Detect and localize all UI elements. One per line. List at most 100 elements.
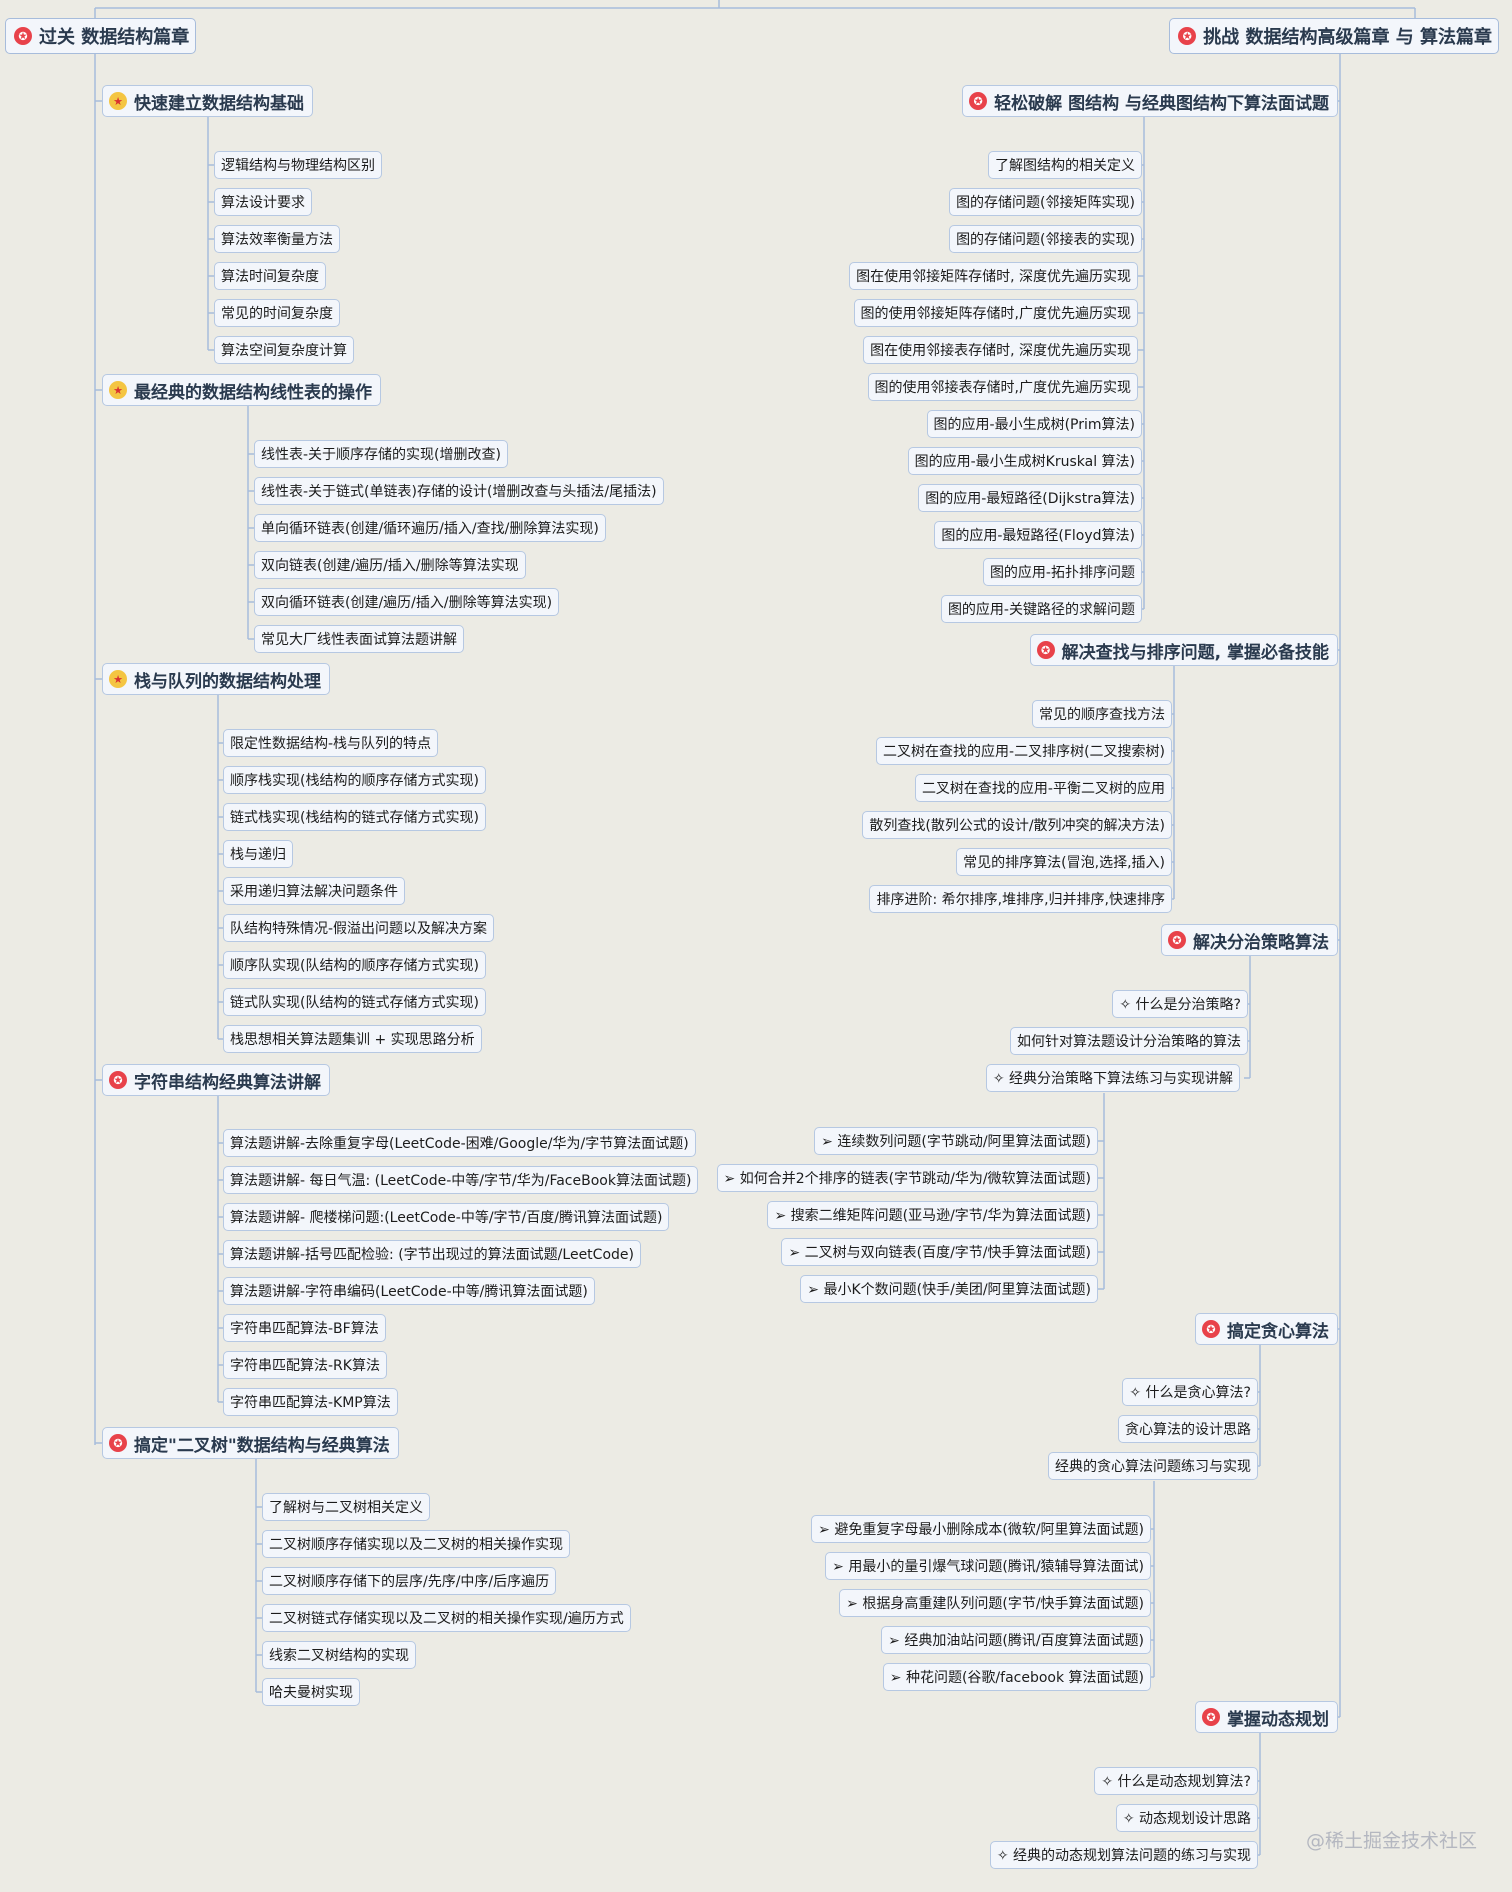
topic-item[interactable]: 算法设计要求 (214, 188, 312, 216)
topic-item[interactable]: 字符串匹配算法-BF算法 (223, 1314, 386, 1342)
branch-label: 最经典的数据结构线性表的操作 (134, 382, 372, 403)
topic-item[interactable]: 算法题讲解-括号匹配检验: (字节出现过的算法面试题/LeetCode) (223, 1240, 641, 1268)
topic-item[interactable]: 双向链表(创建/遍历/插入/删除等算法实现 (254, 551, 526, 579)
topic-item[interactable]: 常见的顺序查找方法 (1032, 700, 1172, 728)
topic-item[interactable]: ✧ 什么是分治策略? (1112, 990, 1248, 1018)
practice-item[interactable]: ➢ 二叉树与双向链表(百度/字节/快手算法面试题) (781, 1238, 1098, 1266)
topic-item[interactable]: 字符串匹配算法-KMP算法 (223, 1388, 398, 1416)
topic-item[interactable]: 队结构特殊情况-假溢出问题以及解决方案 (223, 914, 495, 942)
practice-item[interactable]: ➢ 如何合并2个排序的链表(字节跳动/华为/微软算法面试题) (716, 1164, 1098, 1192)
topic-item[interactable]: 采用递归算法解决问题条件 (223, 877, 405, 905)
practice-item[interactable]: ➢ 根据身高重建队列问题(字节/快手算法面试题) (839, 1589, 1151, 1617)
topic-item[interactable]: 算法题讲解- 爬楼梯问题:(LeetCode-中等/字节/百度/腾讯算法面试题) (223, 1203, 670, 1231)
branch-divide-conquer[interactable]: ✪ 解决分治策略算法 (1161, 924, 1338, 956)
practice-item[interactable]: ➢ 用最小的量引爆气球问题(腾讯/猿辅导算法面试) (825, 1552, 1151, 1580)
topic-item[interactable]: 贪心算法的设计思路 (1118, 1415, 1258, 1443)
branch-label: 栈与队列的数据结构处理 (134, 671, 321, 692)
topic-item[interactable]: 链式队实现(队结构的链式存储方式实现) (223, 988, 486, 1016)
topic-item[interactable]: 图的应用-最小生成树(Prim算法) (926, 410, 1142, 438)
topic-item[interactable]: 经典的贪心算法问题练习与实现 (1048, 1452, 1258, 1480)
red-badge-icon: ✪ (1036, 641, 1055, 659)
topic-item[interactable]: 单向循环链表(创建/循环遍历/插入/查找/删除算法实现) (254, 514, 606, 542)
red-badge-icon: ✪ (109, 1071, 127, 1089)
branch-search-sort[interactable]: ✪ 解决查找与排序问题, 掌握必备技能 (1029, 634, 1338, 666)
topic-item[interactable]: 链式栈实现(栈结构的链式存储方式实现) (223, 803, 486, 831)
topic-item[interactable]: 图的应用-最小生成树Kruskal 算法) (907, 447, 1142, 475)
red-badge-icon: ✪ (109, 1434, 127, 1452)
branch-label: 搞定贪心算法 (1227, 1321, 1329, 1342)
topic-item[interactable]: 排序进阶: 希尔排序,堆排序,归并排序,快速排序 (869, 885, 1172, 913)
branch-string[interactable]: ✪ 字符串结构经典算法讲解 (102, 1064, 330, 1096)
topic-item[interactable]: 哈夫曼树实现 (262, 1678, 360, 1706)
right-root-topic[interactable]: ✪ 挑战 数据结构高级篇章 与 算法篇章 (1169, 18, 1499, 54)
branch-stack-queue[interactable]: ★ 栈与队列的数据结构处理 (102, 663, 330, 695)
topic-item[interactable]: 如何针对算法题设计分治策略的算法 (1010, 1027, 1248, 1055)
topic-item[interactable]: 栈思想相关算法题集训 + 实现思路分析 (223, 1025, 482, 1053)
topic-item[interactable]: 二叉树顺序存储下的层序/先序/中序/后序遍历 (262, 1567, 557, 1595)
topic-item[interactable]: 字符串匹配算法-RK算法 (223, 1351, 387, 1379)
practice-item[interactable]: ➢ 避免重复字母最小删除成本(微软/阿里算法面试题) (811, 1515, 1151, 1543)
practice-item[interactable]: ➢ 连续数列问题(字节跳动/阿里算法面试题) (814, 1127, 1098, 1155)
topic-item[interactable]: 顺序队实现(队结构的顺序存储方式实现) (223, 951, 486, 979)
topic-item[interactable]: 线性表-关于链式(单链表)存储的设计(增删改查与头插法/尾插法) (254, 477, 664, 505)
topic-item[interactable]: 图的存储问题(邻接矩阵实现) (949, 188, 1142, 216)
topic-item[interactable]: 限定性数据结构-栈与队列的特点 (223, 729, 439, 757)
topic-item[interactable]: ✧ 动态规划设计思路 (1115, 1804, 1258, 1832)
yellow-star-icon: ★ (109, 670, 127, 688)
branch-binary-tree[interactable]: ✪ 搞定"二叉树"数据结构与经典算法 (102, 1427, 399, 1459)
practice-item[interactable]: ➢ 最小K个数问题(快手/美团/阿里算法面试题) (800, 1275, 1098, 1303)
practice-item[interactable]: ➢ 种花问题(谷歌/facebook 算法面试题) (882, 1663, 1151, 1691)
topic-item[interactable]: 常见大厂线性表面试算法题讲解 (254, 625, 464, 653)
topic-item[interactable]: 了解图结构的相关定义 (988, 151, 1142, 179)
topic-item[interactable]: 算法题讲解-去除重复字母(LeetCode-困难/Google/华为/字节算法面… (223, 1129, 696, 1157)
topic-item[interactable]: 算法时间复杂度 (214, 262, 326, 290)
topic-item[interactable]: 图的应用-关键路径的求解问题 (940, 595, 1142, 623)
topic-item[interactable]: 逻辑结构与物理结构区别 (214, 151, 382, 179)
topic-item[interactable]: 二叉树在查找的应用-二叉排序树(二叉搜索树) (876, 737, 1172, 765)
red-badge-icon: ✪ (1202, 1708, 1220, 1726)
topic-item[interactable]: 图的使用邻接表存储时,广度优先遍历实现 (867, 373, 1138, 401)
topic-item[interactable]: 图的应用-最短路径(Dijkstra算法) (918, 484, 1142, 512)
topic-item[interactable]: 图在使用邻接表存储时, 深度优先遍历实现 (863, 336, 1138, 364)
topic-item[interactable]: 常见的排序算法(冒泡,选择,插入) (956, 848, 1172, 876)
topic-item[interactable]: 算法效率衡量方法 (214, 225, 340, 253)
topic-item[interactable]: 图的应用-最短路径(Floyd算法) (934, 521, 1142, 549)
topic-item[interactable]: 算法题讲解- 每日气温: (LeetCode-中等/字节/华为/FaceBook… (223, 1166, 699, 1194)
topic-item[interactable]: 线性表-关于顺序存储的实现(增删改查) (254, 440, 508, 468)
left-root-topic[interactable]: ✪ 过关 数据结构篇章 (5, 18, 197, 54)
watermark: @稀土掘金技术社区 (1306, 1830, 1478, 1852)
topic-item[interactable]: ✧ 经典分治策略下算法练习与实现讲解 (985, 1064, 1240, 1092)
topic-item[interactable]: 算法空间复杂度计算 (214, 336, 354, 364)
topic-item[interactable]: 图的使用邻接矩阵存储时,广度优先遍历实现 (853, 299, 1138, 327)
topic-item[interactable]: 散列查找(散列公式的设计/散列冲突的解决方法) (862, 811, 1172, 839)
practice-item[interactable]: ➢ 搜索二维矩阵问题(亚马逊/字节/华为算法面试题) (767, 1201, 1098, 1229)
practice-item[interactable]: ➢ 经典加油站问题(腾讯/百度算法面试题) (881, 1626, 1151, 1654)
branch-dynamic-programming[interactable]: ✪ 掌握动态规划 (1195, 1701, 1338, 1733)
topic-item[interactable]: 了解树与二叉树相关定义 (262, 1493, 430, 1521)
topic-item[interactable]: ✧ 什么是动态规划算法? (1094, 1767, 1258, 1795)
topic-item[interactable]: 图的应用-拓扑排序问题 (982, 558, 1142, 586)
red-badge-icon: ✪ (1202, 1320, 1220, 1338)
topic-item[interactable]: 二叉树在查找的应用-平衡二叉树的应用 (914, 774, 1172, 802)
topic-item[interactable]: 二叉树顺序存储实现以及二叉树的相关操作实现 (262, 1530, 570, 1558)
right-root-label: 挑战 数据结构高级篇章 与 算法篇章 (1203, 27, 1492, 48)
topic-item[interactable]: 常见的时间复杂度 (214, 299, 340, 327)
topic-item[interactable]: 顺序栈实现(栈结构的顺序存储方式实现) (223, 766, 486, 794)
red-badge-icon: ✪ (969, 92, 988, 110)
topic-item[interactable]: 双向循环链表(创建/遍历/插入/删除等算法实现) (254, 588, 560, 616)
branch-label: 解决查找与排序问题, 掌握必备技能 (1061, 642, 1329, 663)
branch-greedy[interactable]: ✪ 搞定贪心算法 (1195, 1313, 1338, 1345)
topic-item[interactable]: ✧ 什么是贪心算法? (1122, 1378, 1258, 1406)
topic-item[interactable]: ✧ 经典的动态规划算法问题的练习与实现 (989, 1841, 1258, 1869)
topic-item[interactable]: 栈与递归 (223, 840, 293, 868)
branch-ds-basics[interactable]: ★ 快速建立数据结构基础 (102, 85, 313, 117)
topic-item[interactable]: 算法题讲解-字符串编码(LeetCode-中等/腾讯算法面试题) (223, 1277, 595, 1305)
branch-graph[interactable]: ✪ 轻松破解 图结构 与经典图结构下算法面试题 (962, 85, 1338, 117)
topic-item[interactable]: 图在使用邻接矩阵存储时, 深度优先遍历实现 (849, 262, 1138, 290)
topic-item[interactable]: 二叉树链式存储实现以及二叉树的相关操作实现/遍历方式 (262, 1604, 631, 1632)
topic-item[interactable]: 线索二叉树结构的实现 (262, 1641, 416, 1669)
branch-label: 轻松破解 图结构 与经典图结构下算法面试题 (994, 93, 1329, 114)
branch-linear-list[interactable]: ★ 最经典的数据结构线性表的操作 (102, 374, 381, 406)
topic-item[interactable]: 图的存储问题(邻接表的实现) (949, 225, 1142, 253)
